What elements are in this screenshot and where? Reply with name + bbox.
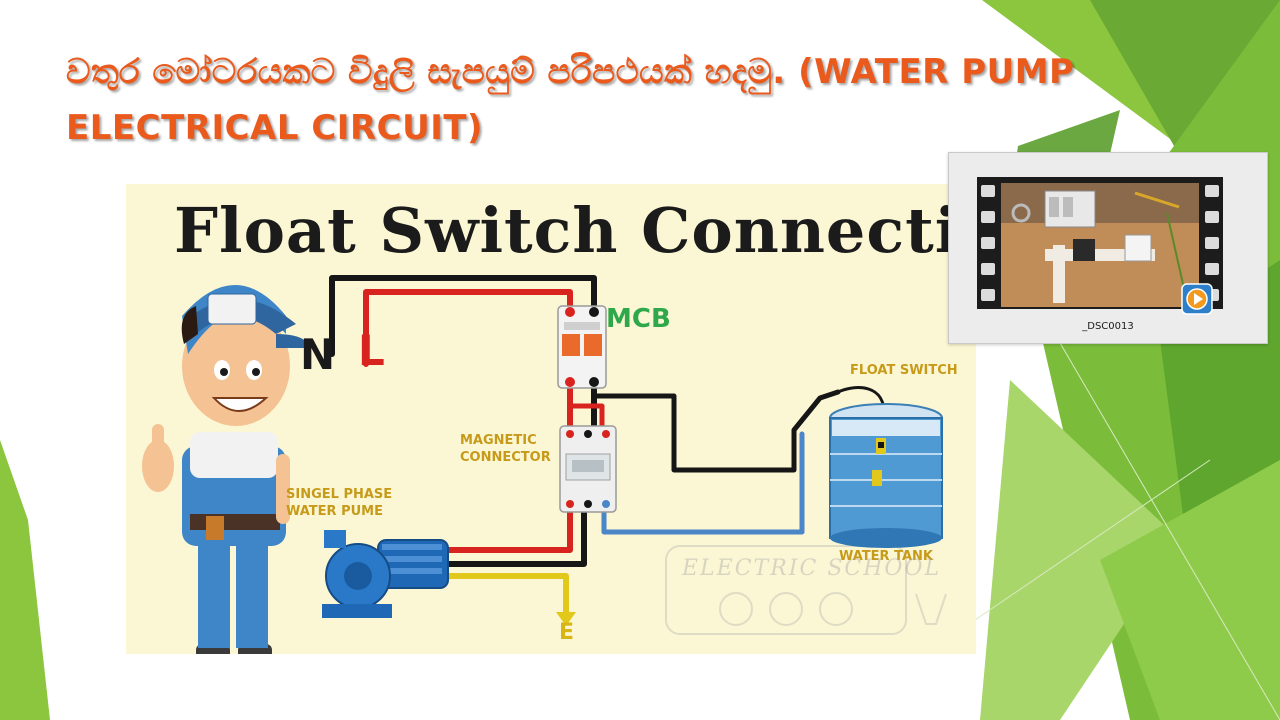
pump-label-line-2: WATER PUME xyxy=(286,504,383,519)
contactor-label: MAGNETIC CONNECTOR xyxy=(460,432,551,466)
water-tank-label: WATER TANK xyxy=(839,549,933,564)
earth-label: E xyxy=(559,620,575,645)
video-thumbnail[interactable]: _DSC0013 xyxy=(948,152,1268,344)
float-switch-label: FLOAT SWITCH xyxy=(850,363,958,378)
pump-label: SINGEL PHASE WATER PUME xyxy=(286,486,392,520)
live-label: L xyxy=(358,326,385,375)
wire-pump-red xyxy=(441,507,573,553)
wiring-diagram-graphic xyxy=(142,275,947,654)
water-tank-graphic xyxy=(829,403,943,548)
float-switch-diagram: Float Switch Connection N L MCB MAGNETIC… xyxy=(126,184,976,654)
wire-float-black xyxy=(593,389,841,473)
pump-label-line-1: SINGEL PHASE xyxy=(286,487,393,502)
wire-earth xyxy=(441,573,569,617)
wire-neutral xyxy=(329,275,597,357)
video-caption: _DSC0013 xyxy=(1082,321,1134,332)
diagram-heading: Float Switch Connection xyxy=(174,194,976,267)
magnetic-contactor-graphic xyxy=(559,425,617,513)
socket-watermark-graphic xyxy=(665,545,947,635)
wire-float-blue xyxy=(601,431,805,535)
film-sprocket-left xyxy=(981,185,995,301)
play-icon[interactable] xyxy=(1181,283,1213,315)
watermark-text: ELECTRIC SCHOOL xyxy=(682,556,942,581)
slide-title-line-2: ELECTRICAL CIRCUIT) xyxy=(66,108,484,148)
mcb-breaker-graphic xyxy=(557,305,607,389)
contactor-label-line-2: CONNECTOR xyxy=(460,450,551,465)
neutral-label: N xyxy=(300,330,336,379)
water-pump-graphic xyxy=(322,530,449,618)
earth-arrow xyxy=(556,612,576,626)
slide-title: වතුර මෝටරයකට විදුලි සැපයුම් පරිපථයක් හදම… xyxy=(66,44,1166,156)
wire-pump-black xyxy=(441,507,587,567)
slide-title-line-1: වතුර මෝටරයකට විදුලි සැපයුම් පරිපථයක් හදම… xyxy=(66,52,1075,92)
video-frame-graphic xyxy=(977,177,1223,309)
wire-live xyxy=(363,289,573,367)
electrician-mascot-graphic xyxy=(142,285,310,654)
contactor-label-line-1: MAGNETIC xyxy=(460,433,537,448)
mcb-label: MCB xyxy=(606,304,671,334)
